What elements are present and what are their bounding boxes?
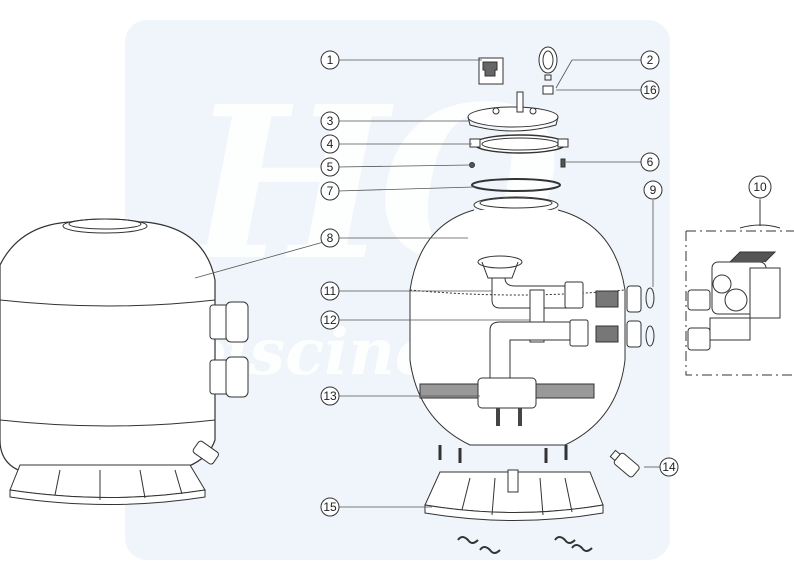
svg-text:13: 13 (323, 389, 337, 403)
callout-9: 9 (643, 180, 663, 200)
svg-text:4: 4 (327, 137, 334, 151)
callout-13: 13 (320, 386, 340, 406)
multiport-valve (685, 200, 794, 376)
svg-text:1: 1 (327, 53, 334, 67)
callout-6: 6 (640, 152, 660, 172)
svg-text:15: 15 (323, 500, 337, 514)
svg-text:10: 10 (753, 180, 767, 194)
callout-7: 7 (320, 181, 340, 201)
callout-10: 10 (748, 175, 772, 199)
callout-11: 11 (320, 281, 340, 301)
callout-15: 15 (320, 497, 340, 517)
callout-1: 1 (320, 50, 340, 70)
callout-8: 8 (320, 228, 340, 248)
svg-text:3: 3 (327, 114, 334, 128)
svg-text:2: 2 (647, 53, 654, 67)
svg-text:9: 9 (650, 183, 657, 197)
callout-14: 14 (659, 457, 679, 477)
callout-5: 5 (320, 157, 340, 177)
assembled-filter-tank (0, 218, 249, 505)
callout-3: 3 (320, 111, 340, 131)
callout-4: 4 (320, 134, 340, 154)
callout-12: 12 (320, 310, 340, 330)
svg-text:16: 16 (643, 83, 657, 97)
callout-16: 16 (640, 80, 660, 100)
svg-text:14: 14 (662, 460, 676, 474)
svg-text:8: 8 (327, 231, 334, 245)
callout-2: 2 (640, 50, 660, 70)
svg-text:5: 5 (327, 160, 334, 174)
leader-lines (194, 59, 761, 508)
svg-text:11: 11 (324, 284, 337, 298)
svg-text:6: 6 (647, 155, 654, 169)
svg-text:7: 7 (327, 184, 334, 198)
thread-connectors (595, 285, 655, 348)
svg-text:12: 12 (323, 313, 337, 327)
exploded-components (409, 46, 655, 554)
callout-labels: 1 2 3 4 5 6 7 8 9 10 11 12 13 14 15 16 (320, 50, 772, 517)
